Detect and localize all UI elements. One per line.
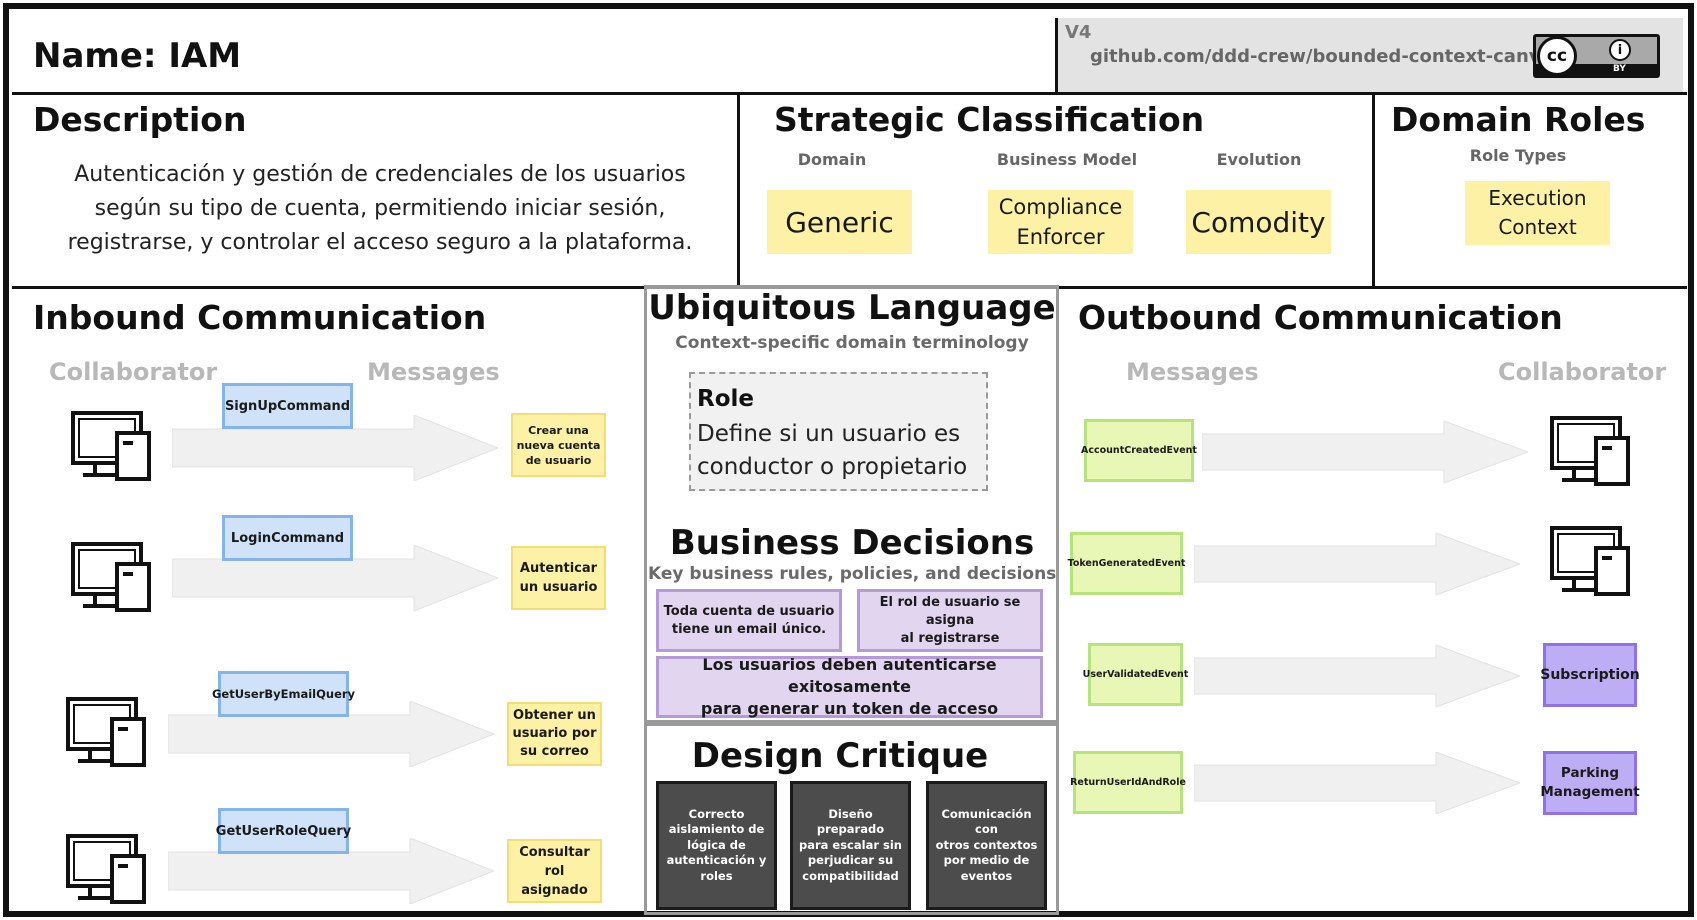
computer-icon [66, 697, 146, 767]
canvas-source-link[interactable]: github.com/ddd-crew/bounded-context-canv… [1090, 46, 1564, 67]
license-badge: cc i BY [1533, 34, 1660, 78]
term-definition: Define si un usuario es conductor o prop… [697, 421, 968, 480]
inbound-arrow [172, 415, 498, 481]
inbound-description-sticky: Autenticar un usuario [511, 546, 606, 610]
inbound-communication-title: Inbound Communication [33, 298, 487, 337]
inbound-description-sticky: Obtener un usuario por su correo [507, 702, 602, 766]
critique-note-sticky: Diseño preparado para escalar sin perjud… [790, 781, 911, 910]
ubiquitous-language-title: Ubiquitous Language [648, 288, 1056, 328]
strategic-classification-title: Strategic Classification [774, 100, 1205, 139]
outbound-communication-title: Outbound Communication [1078, 298, 1563, 337]
inbound-message-sticky: GetUserByEmailQuery [212, 671, 355, 717]
computer-icon [71, 542, 151, 612]
inbound-messages-header: Messages [367, 358, 500, 386]
evolution-label: Evolution [1216, 150, 1302, 169]
evolution-value-sticky: Comodity [1186, 190, 1331, 254]
outbound-message-sticky: AccountCreatedEvent [1081, 419, 1197, 482]
domain-roles-title: Domain Roles [1391, 100, 1646, 139]
term-name: Role [697, 386, 754, 412]
business-model-label: Business Model [996, 150, 1138, 169]
computer-icon [1550, 416, 1630, 486]
outbound-collaborator-sticky: Subscription [1540, 643, 1640, 707]
outbound-arrow [1194, 533, 1520, 595]
outbound-message-sticky: ReturnUserIdAndRole [1070, 751, 1186, 814]
business-rule-sticky: Toda cuenta de usuario tiene un email ún… [656, 589, 842, 652]
canvas-name: Name: IAM [33, 36, 242, 76]
attribution-icon: i [1609, 39, 1631, 61]
ubiquitous-language-panel [644, 285, 1059, 723]
outbound-arrow [1194, 752, 1520, 814]
inbound-message-sticky: SignUpCommand [222, 383, 353, 429]
inbound-message-sticky: LoginCommand [222, 515, 353, 561]
critique-note-sticky: Correcto aislamiento de lógica de autent… [656, 781, 777, 910]
outbound-message-sticky: TokenGeneratedEvent [1068, 532, 1185, 595]
version-label: V4 [1065, 22, 1092, 43]
divider [12, 92, 1687, 95]
role-types-label: Role Types [1469, 146, 1567, 165]
inbound-message-sticky: GetUserRoleQuery [216, 808, 351, 854]
computer-icon [1550, 526, 1630, 596]
domain-label: Domain [797, 150, 867, 169]
inbound-description-sticky: Consultar rol asignado [507, 839, 602, 903]
creative-commons-icon: cc [1537, 36, 1577, 76]
outbound-arrow [1202, 421, 1528, 483]
description-text: Autenticación y gestión de credenciales … [67, 162, 693, 255]
ubiquitous-language-subtitle: Context-specific domain terminology [675, 333, 1029, 353]
license-text: BY [1613, 64, 1626, 74]
inbound-arrow [172, 545, 498, 611]
inbound-arrow [168, 701, 494, 767]
outbound-collaborator-sticky: Parking Management [1540, 751, 1640, 815]
divider [737, 92, 740, 289]
business-decisions-subtitle: Key business rules, policies, and decisi… [648, 564, 1057, 584]
business-rule-sticky: El rol de usuario se asigna al registrar… [857, 589, 1043, 652]
business-rule-sticky: Los usuarios deben autenticarse exitosam… [656, 655, 1043, 718]
inbound-arrow [168, 838, 494, 904]
term-card: Role Define si un usuario es conductor o… [689, 372, 988, 491]
computer-icon [71, 411, 151, 481]
description-title: Description [33, 100, 247, 139]
inbound-description-sticky: Crear una nueva cuenta de usuario [511, 413, 606, 477]
critique-note-sticky: Comunicación con otros contextos por med… [926, 781, 1047, 910]
outbound-collaborator-header: Collaborator [1498, 358, 1667, 386]
design-critique-panel [644, 723, 1059, 915]
design-critique-title: Design Critique [691, 736, 989, 776]
domain-role-sticky: Execution Context [1465, 181, 1610, 245]
outbound-arrow [1194, 645, 1520, 707]
domain-value-sticky: Generic [767, 190, 912, 254]
business-decisions-title: Business Decisions [669, 523, 1035, 563]
computer-icon [66, 834, 146, 904]
divider [1055, 18, 1058, 94]
inbound-collaborator-header: Collaborator [49, 358, 218, 386]
outbound-messages-header: Messages [1126, 358, 1259, 386]
business-model-value-sticky: Compliance Enforcer [988, 190, 1133, 254]
divider [1372, 92, 1375, 289]
outbound-message-sticky: UserValidatedEvent [1083, 643, 1188, 706]
